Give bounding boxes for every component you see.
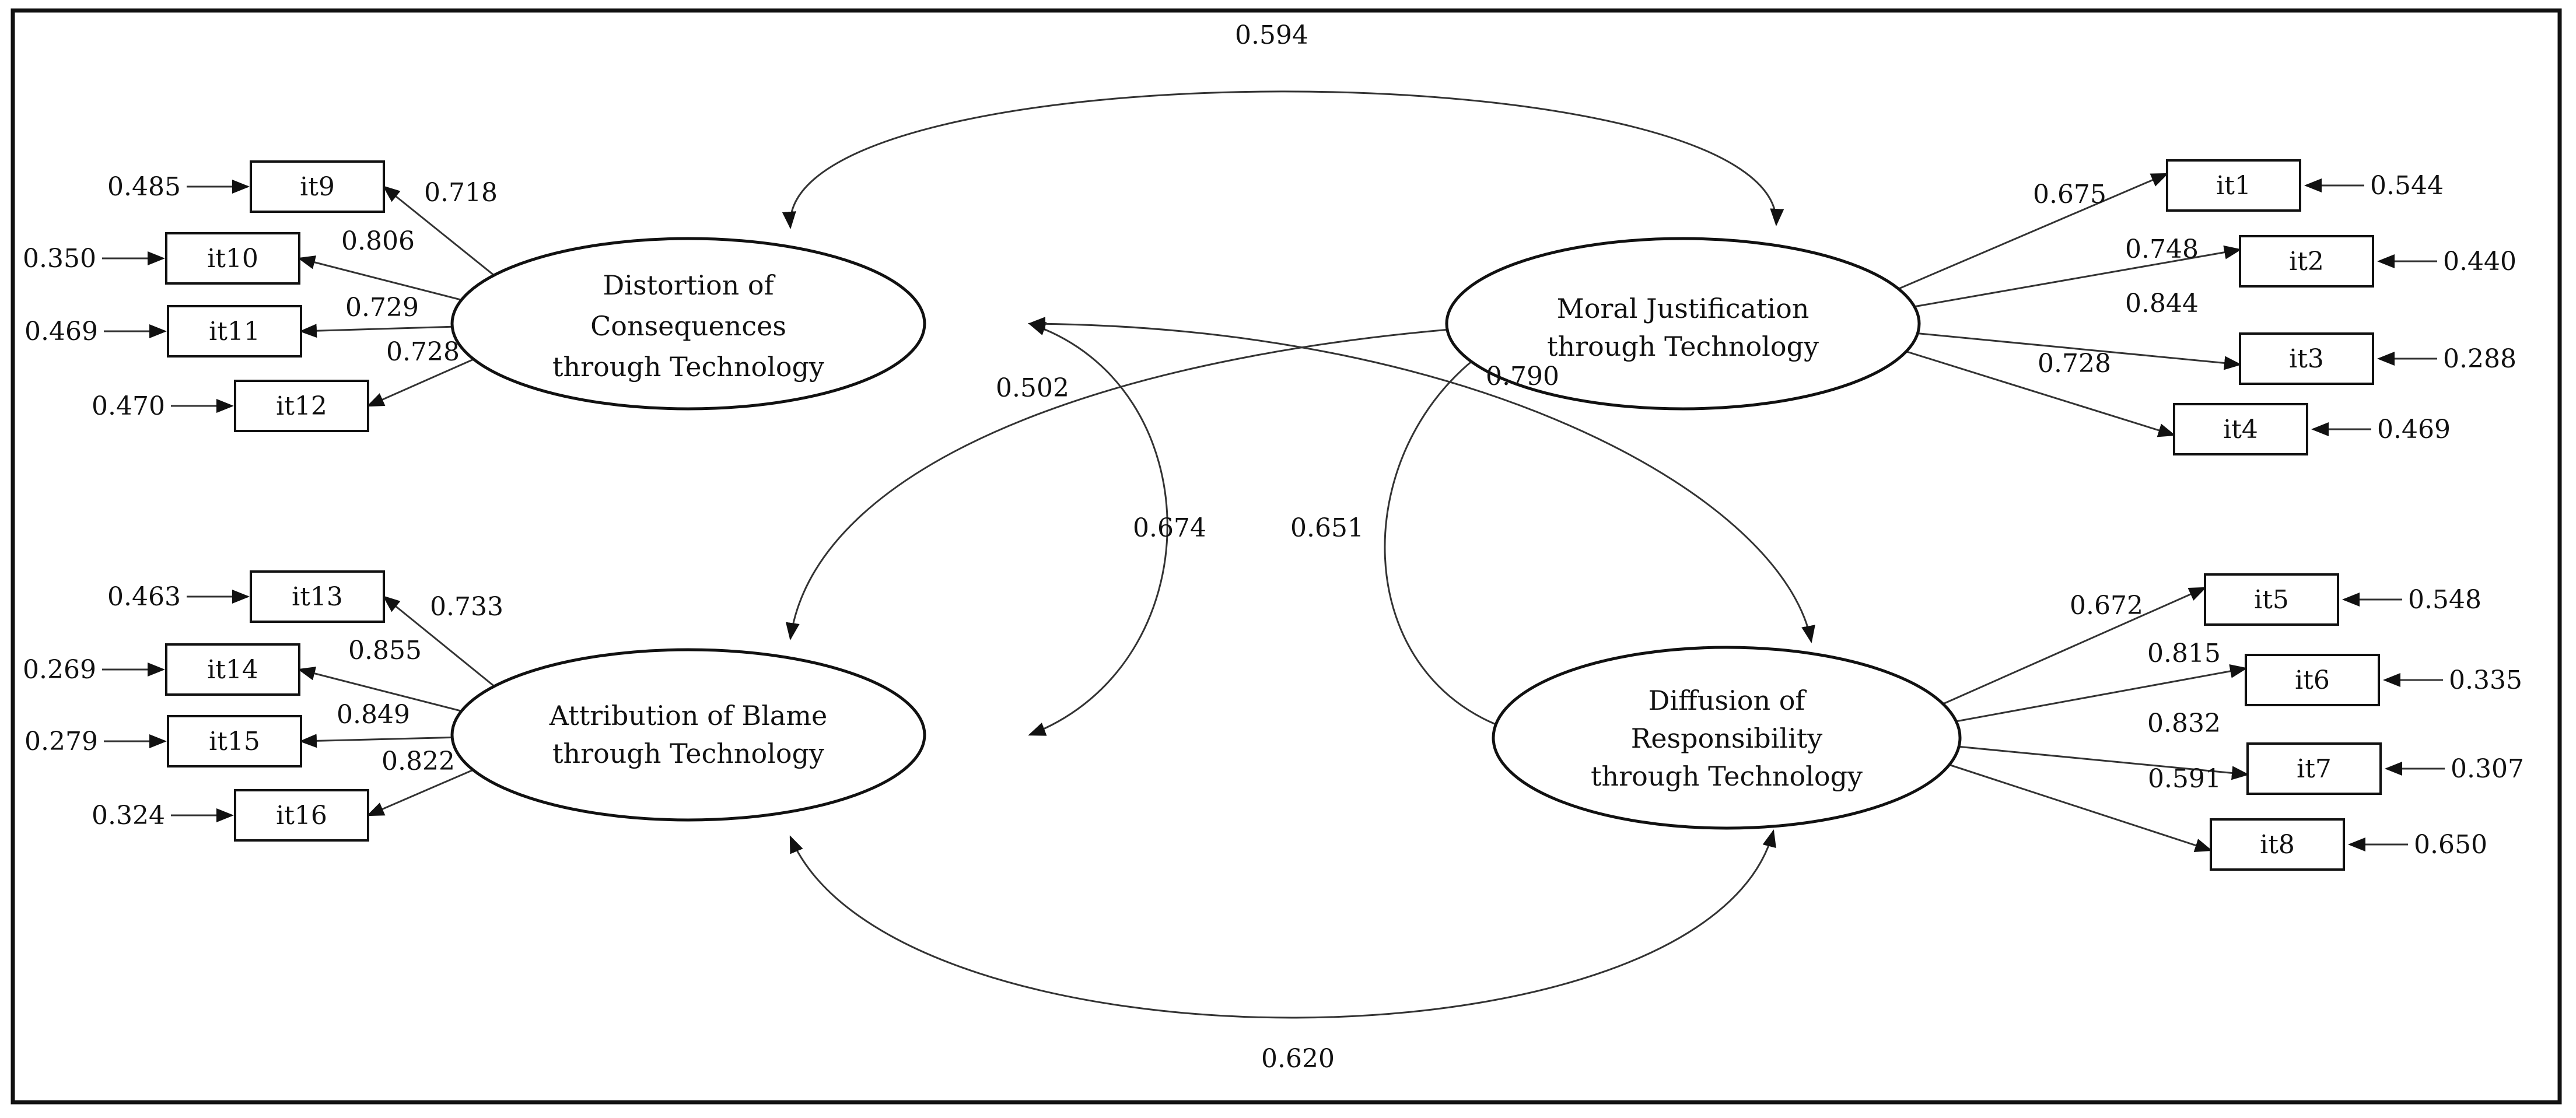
indicator-label-it11: it11	[209, 317, 260, 346]
loading-value-it7: 0.832	[2147, 709, 2221, 738]
indicator-label-it3: it3	[2289, 344, 2324, 374]
indicator-box-it2	[2239, 235, 2374, 288]
error-value-it16: 0.324	[92, 801, 165, 830]
indicator-label-it13: it13	[292, 582, 343, 612]
correlation-curve-dct-mjt	[782, 90, 1784, 229]
factor-label-dct-line-1: Distortion of	[603, 269, 775, 301]
indicator-box-it14	[165, 643, 300, 696]
indicator-label-it15: it15	[209, 727, 260, 756]
error-value-it7: 0.307	[2451, 754, 2524, 784]
factor-label-mjt-line-2: through Technology	[1547, 331, 1819, 362]
loading-value-it1: 0.675	[2033, 180, 2106, 209]
loading-value-it15: 0.849	[337, 700, 410, 730]
indicator-box-it13	[250, 570, 385, 623]
correlation-value-mjt-abt: 0.502	[996, 373, 1069, 403]
indicator-label-it12: it12	[276, 391, 327, 421]
loading-value-it6: 0.815	[2147, 639, 2221, 668]
factor-label-drt-line-2: Responsibility	[1631, 723, 1823, 754]
loading-value-it3: 0.844	[2125, 289, 2199, 318]
loading-value-it14: 0.855	[348, 636, 422, 665]
indicator-label-it7: it7	[2297, 754, 2332, 784]
indicator-box-it16	[234, 789, 369, 842]
loading-value-it10: 0.806	[341, 226, 415, 256]
indicator-box-it4	[2173, 403, 2308, 455]
error-value-it10: 0.350	[23, 244, 96, 274]
indicator-label-it16: it16	[276, 801, 327, 830]
correlation-value-abt-drt: 0.620	[1261, 1044, 1335, 1074]
factor-label-abt-line-1: Attribution of Blame	[549, 700, 827, 731]
factor-label-mjt-line-1: Moral Justification	[1557, 293, 1810, 324]
indicator-label-it10: it10	[207, 244, 258, 274]
factor-ellipse-drt	[1492, 646, 1962, 830]
indicator-label-it14: it14	[207, 655, 258, 685]
indicator-label-it4: it4	[2223, 415, 2258, 444]
factor-label-drt-line-1: Diffusion of	[1648, 685, 1807, 716]
correlation-curve-mjt-abt	[785, 317, 1536, 640]
error-value-it8: 0.650	[2414, 830, 2487, 860]
indicator-label-it6: it6	[2295, 665, 2330, 695]
indicator-box-it10	[165, 232, 300, 285]
indicator-box-it3	[2239, 332, 2374, 385]
error-value-it14: 0.269	[23, 655, 96, 685]
indicator-label-it1: it1	[2216, 171, 2251, 201]
error-value-it15: 0.279	[24, 727, 98, 756]
loading-value-it5: 0.672	[2070, 591, 2143, 621]
indicator-box-it6	[2245, 654, 2380, 706]
factor-ellipse-mjt	[1445, 237, 1921, 411]
node-layer	[165, 159, 2382, 871]
indicator-label-it9: it9	[300, 172, 335, 202]
error-value-it1: 0.544	[2370, 171, 2444, 201]
error-value-it11: 0.469	[24, 317, 98, 346]
loading-value-it12: 0.728	[386, 337, 460, 367]
factor-label-dct-line-3: through Technology	[552, 351, 824, 383]
indicator-box-it12	[234, 380, 369, 432]
loading-value-it16: 0.822	[382, 746, 455, 776]
indicator-box-it5	[2204, 573, 2339, 626]
indicator-box-it15	[167, 715, 302, 767]
indicator-label-it5: it5	[2254, 585, 2289, 615]
indicator-box-it9	[250, 160, 385, 213]
correlation-value-dct-mjt: 0.594	[1235, 20, 1308, 50]
correlation-layer	[782, 90, 1815, 1019]
error-value-it2: 0.440	[2443, 247, 2516, 276]
error-value-it9: 0.485	[107, 172, 181, 202]
indicator-label-it2: it2	[2289, 247, 2324, 276]
loading-value-it11: 0.729	[345, 293, 419, 323]
error-value-it5: 0.548	[2408, 585, 2482, 615]
correlation-value-dct-abt: 0.674	[1133, 513, 1206, 543]
factor-label-abt-line-2: through Technology	[552, 738, 824, 769]
correlation-curve-abt-drt	[789, 829, 1776, 1019]
correlation-curve-mjt-drt	[1384, 323, 1568, 746]
label-layer: 0.594 0.674 0.790 0.502 0.651 0.620 it1 0.675 0.…	[23, 20, 2524, 1074]
indicator-box-it7	[2246, 742, 2382, 795]
loading-value-it2: 0.748	[2125, 234, 2199, 264]
loading-value-it8: 0.591	[2148, 764, 2221, 794]
loading-value-it9: 0.718	[424, 178, 498, 208]
factor-ellipse-abt	[450, 648, 926, 822]
error-value-it6: 0.335	[2449, 665, 2522, 695]
correlation-value-dct-drt: 0.790	[1486, 362, 1559, 391]
correlation-value-mjt-drt: 0.651	[1290, 513, 1364, 543]
error-value-it3: 0.288	[2443, 344, 2516, 374]
indicator-box-it1	[2166, 159, 2301, 212]
loading-value-it13: 0.733	[430, 592, 503, 622]
error-value-it13: 0.463	[107, 582, 181, 612]
error-value-it4: 0.469	[2377, 415, 2451, 444]
error-value-it12: 0.470	[92, 391, 165, 421]
factor-ellipse-dct	[450, 237, 926, 411]
indicator-box-it8	[2210, 818, 2345, 871]
factor-label-drt-line-3: through Technology	[1591, 760, 1863, 792]
indicator-box-it11	[167, 305, 302, 358]
factor-label-dct-line-2: Consequences	[590, 310, 786, 342]
indicator-label-it8: it8	[2260, 830, 2295, 860]
loading-value-it4: 0.728	[2038, 349, 2111, 378]
error-layer	[102, 178, 2445, 851]
